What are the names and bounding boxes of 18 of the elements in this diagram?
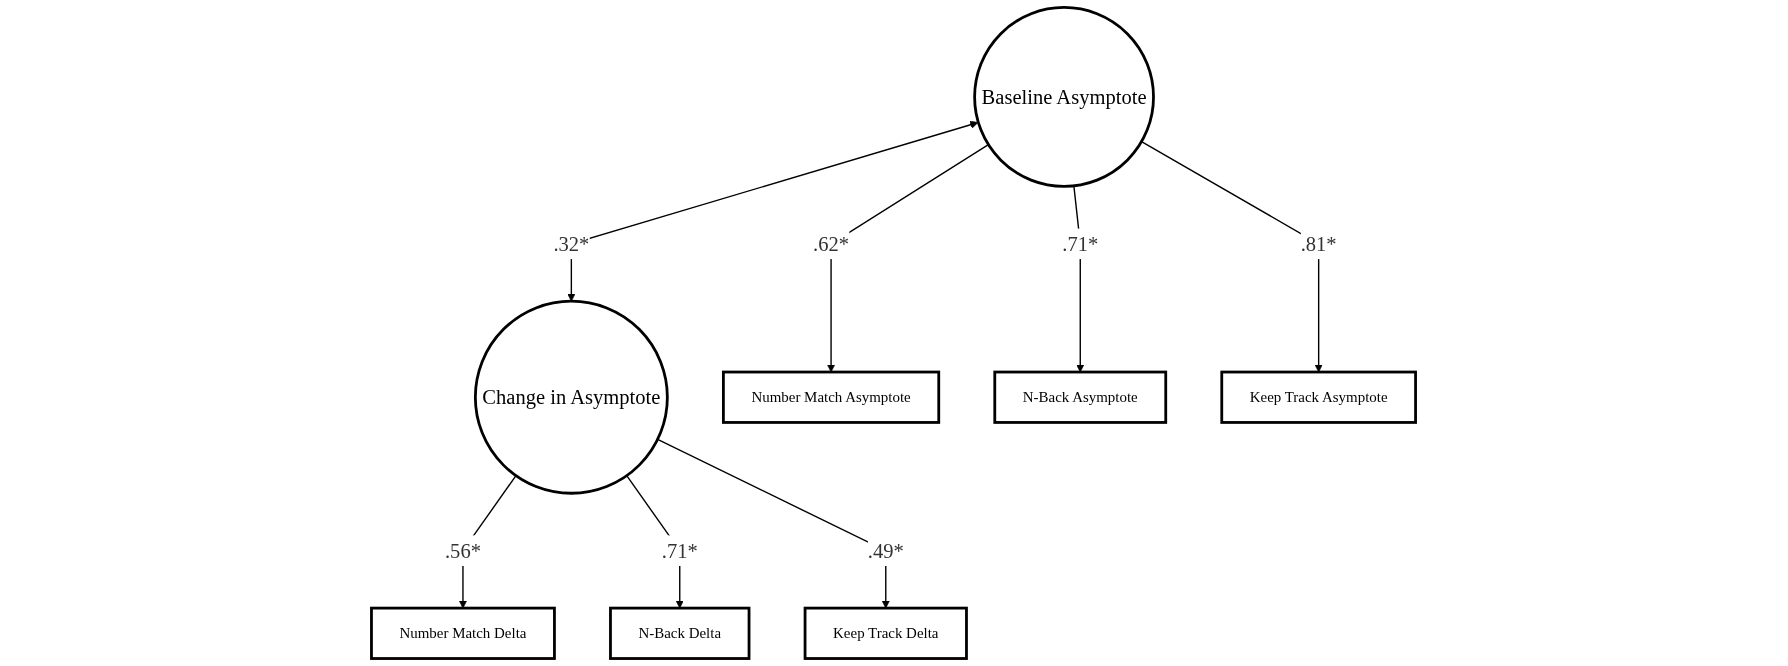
- edge-label: .71*: [1062, 232, 1099, 256]
- edge-label: .62*: [813, 232, 850, 256]
- node-box: Number Match Asymptote: [722, 370, 941, 424]
- arrow: [1141, 140, 1324, 373]
- node-box: N-Back Delta: [609, 606, 751, 660]
- node-box: Number Match Delta: [370, 606, 557, 660]
- edge-label: .49*: [868, 539, 905, 563]
- node-circle: Baseline Asymptote: [973, 6, 1156, 188]
- arrow: [657, 438, 891, 609]
- edge-label: .81*: [1301, 232, 1338, 256]
- arrow: [567, 120, 979, 302]
- edge-label: .32*: [553, 232, 590, 256]
- edge-label: .71*: [662, 539, 699, 563]
- node-box: N-Back Asymptote: [993, 370, 1168, 424]
- node-box: Keep Track Asymptote: [1220, 370, 1418, 424]
- node-box: Keep Track Delta: [804, 606, 969, 660]
- edge-label: .56*: [445, 539, 482, 563]
- node-circle: Change in Asymptote: [474, 299, 670, 495]
